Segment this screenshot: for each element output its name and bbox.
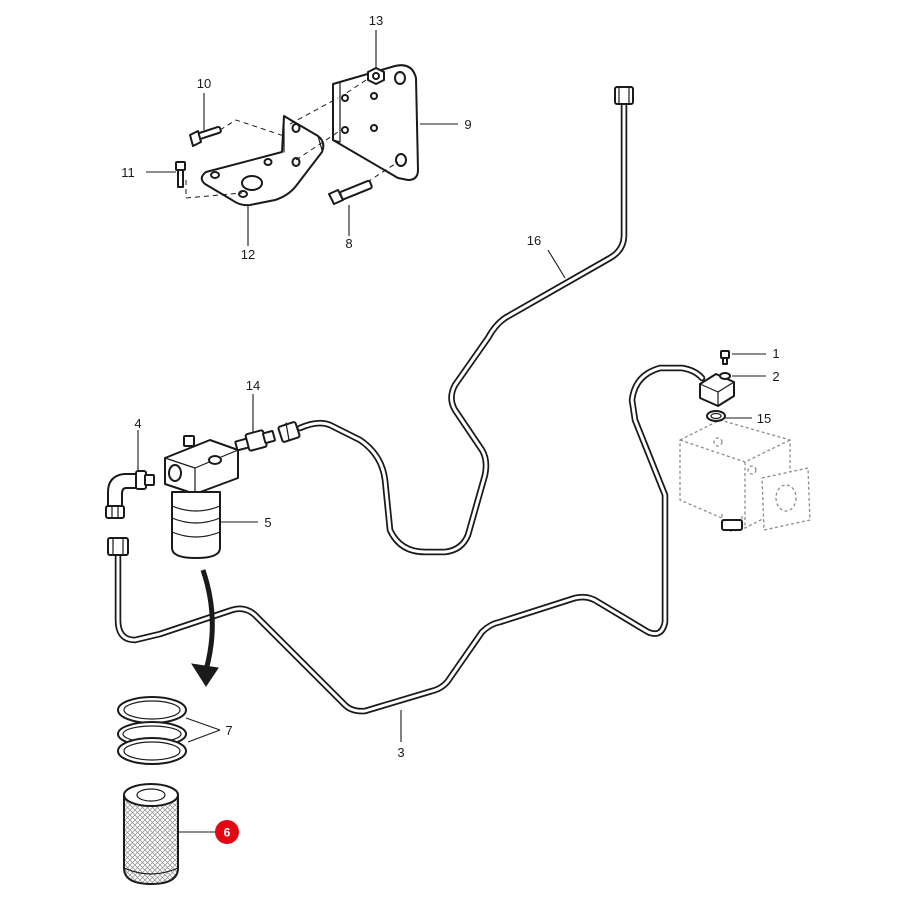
bolt-11[interactable]	[175, 161, 186, 188]
washer-2[interactable]	[719, 372, 731, 380]
callout-15: 15	[757, 411, 771, 426]
callout-7: 7	[225, 723, 232, 738]
callout-16: 16	[527, 233, 541, 248]
seal-rings-7[interactable]	[117, 696, 187, 765]
callout-4: 4	[134, 416, 141, 431]
pipe-3[interactable]	[107, 364, 706, 715]
callout-8: 8	[345, 236, 352, 251]
elbow-fitting-4[interactable]	[105, 470, 155, 519]
callout-12: 12	[241, 247, 255, 262]
pipe-16[interactable]	[277, 86, 634, 556]
callout-11: 11	[121, 165, 135, 180]
bracket-plate-9[interactable]	[332, 64, 419, 181]
filter-assembly-5[interactable]	[164, 435, 239, 559]
o-ring-15[interactable]	[706, 410, 726, 422]
pump-housing-ghost	[679, 419, 811, 532]
pipe-16-top-nut	[614, 86, 634, 105]
callout-3: 3	[397, 745, 404, 760]
filter-element-6[interactable]	[123, 783, 179, 885]
pipe-connector-block	[699, 373, 735, 407]
callout-5: 5	[264, 515, 271, 530]
bolt-8[interactable]	[328, 179, 373, 205]
bolt-10[interactable]	[189, 125, 222, 147]
callout-6-highlight[interactable]: 6	[215, 820, 239, 844]
callout-6: 6	[224, 826, 231, 840]
callout-labels: 13 10 11 9 12 8 16 1 2 15 14 4 5 7 3 6	[121, 13, 780, 844]
pipe-16-filter-nut	[277, 421, 301, 443]
leader-lines	[137, 30, 766, 833]
exploded-view-arrow	[190, 569, 219, 687]
pump-outlet	[721, 519, 743, 531]
callout-1: 1	[772, 346, 779, 361]
pipe-3-left-nut	[107, 537, 129, 556]
bracket-angle-12[interactable]	[200, 115, 325, 207]
bolt-1[interactable]	[720, 350, 730, 365]
callout-13: 13	[369, 13, 383, 28]
adapter-fitting-14[interactable]	[234, 429, 276, 452]
callout-9: 9	[464, 117, 471, 132]
callout-2: 2	[772, 369, 779, 384]
nut-13[interactable]	[367, 67, 385, 85]
callout-14: 14	[246, 378, 260, 393]
callout-10: 10	[197, 76, 211, 91]
